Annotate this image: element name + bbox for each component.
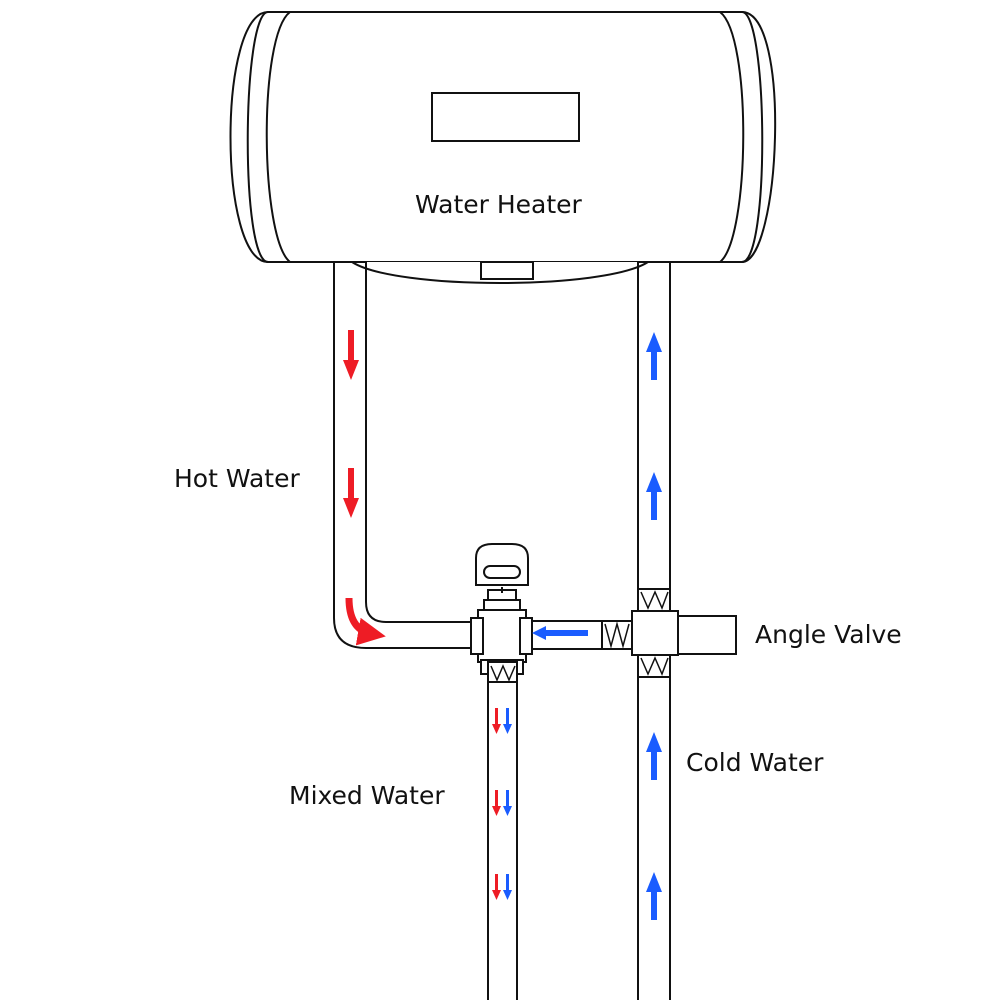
- arrow-pair-down-icon: [492, 874, 512, 900]
- heater-display: [432, 93, 579, 141]
- hot-water-pipe: [334, 262, 478, 648]
- angle-valve-body: [632, 611, 736, 655]
- arrow-up-icon: [646, 872, 662, 920]
- mixing-valve: [471, 544, 532, 674]
- arrow-left-icon: [532, 626, 588, 640]
- water-heater-label: Water Heater: [415, 190, 582, 219]
- heater-bottom-saddle: [352, 262, 648, 283]
- angle-valve-label: Angle Valve: [755, 620, 902, 649]
- mixed-pipe-threads: [488, 662, 517, 682]
- arrow-down-icon: [343, 330, 359, 380]
- cold-water-label: Cold Water: [686, 748, 824, 777]
- valve-gear-icon: [499, 587, 505, 593]
- hot-water-label: Hot Water: [174, 464, 300, 493]
- arrow-up-icon: [646, 732, 662, 780]
- arrow-down-icon: [343, 468, 359, 518]
- arrow-pair-down-icon: [492, 708, 512, 734]
- arrow-pair-down-icon: [492, 790, 512, 816]
- arrow-up-icon: [646, 332, 662, 380]
- arrow-up-icon: [646, 472, 662, 520]
- curved-hot-arrow-icon: [349, 598, 386, 646]
- mixed-water-label: Mixed Water: [289, 781, 445, 810]
- mixed-water-pipe: [488, 674, 517, 1000]
